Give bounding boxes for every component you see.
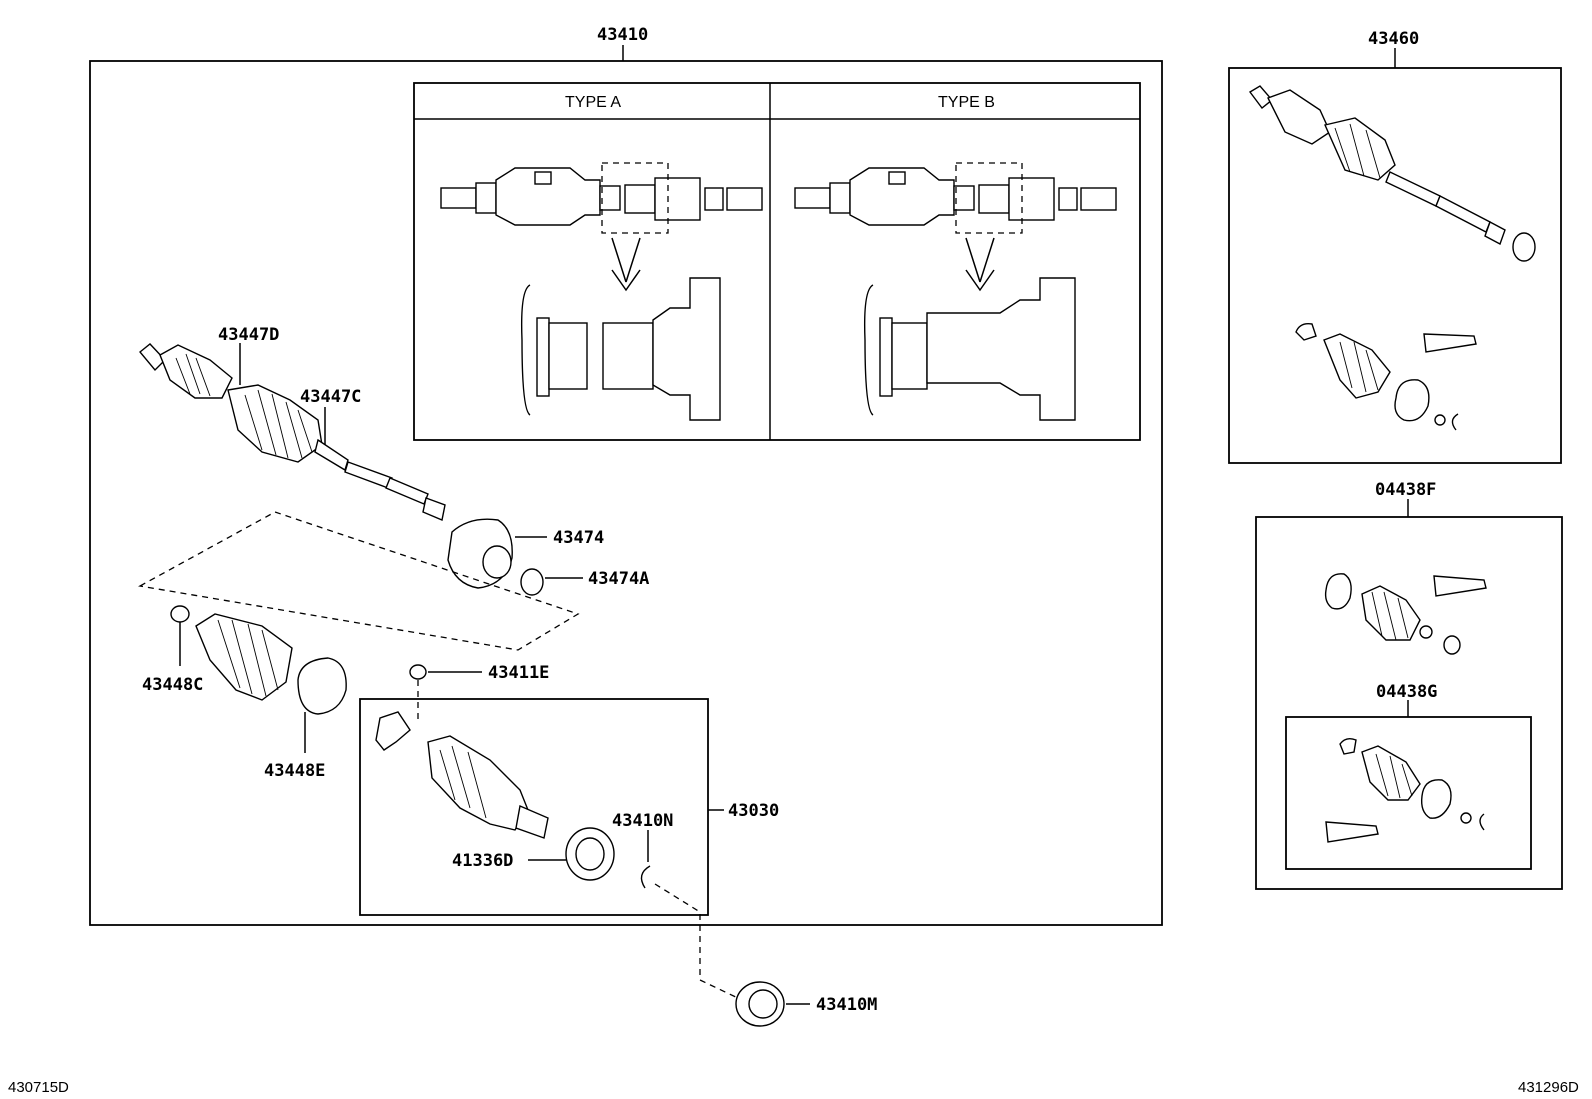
damper-clamp-illustration: 43474A	[520, 568, 649, 596]
drive-shaft-illustration	[139, 343, 446, 521]
boot-kit-f-group: 04438F	[1255, 480, 1563, 890]
outer-boot-label: 43447C	[300, 387, 361, 407]
damper-illustration: 43474	[447, 518, 604, 589]
inner-joint-label: 43030	[728, 801, 779, 821]
boot-clamp-large-label: 43448E	[264, 761, 325, 781]
outer-joint-label: 43447D	[218, 325, 279, 345]
dust-cover-illustration: 43410M	[654, 883, 877, 1027]
type-b-shaft-illustration	[794, 162, 1117, 421]
type-a-label: TYPE A	[565, 94, 621, 111]
type-panel: TYPE A TYPE B	[413, 82, 1141, 441]
snap-ring-label: 43410N	[612, 811, 673, 831]
damper-clamp-label: 43474A	[588, 569, 649, 589]
snap-ring-shape	[640, 865, 651, 889]
plug-illustration	[409, 664, 482, 722]
plug-label: 43411E	[488, 663, 549, 683]
boot-kit-f-frame	[1255, 516, 1563, 890]
right-assembly-group: 43460	[1228, 29, 1562, 464]
inner-joint-frame	[359, 698, 709, 916]
type-panel-frame	[413, 82, 1141, 441]
boot-kit-g-group: 04438G	[1285, 682, 1532, 870]
type-b-label: TYPE B	[938, 94, 995, 111]
main-assembly-label: 43410	[597, 25, 648, 45]
main-assembly-group: 43410	[89, 25, 1163, 926]
boot-clamp-small-label: 43448C	[142, 675, 203, 695]
type-a-shaft-illustration	[440, 162, 763, 421]
inner-joint-group: 43030 41336D 43410N	[359, 698, 779, 916]
footer-left-code: 430715D	[8, 1079, 69, 1096]
right-assembly-label: 43460	[1368, 29, 1419, 49]
boot-kit-g-label: 04438G	[1376, 682, 1437, 702]
dust-cover-label: 43410M	[816, 995, 877, 1015]
boot-kit-f-label: 04438F	[1375, 480, 1436, 500]
boot-kit-dashed-outline	[138, 511, 580, 651]
damper-label: 43474	[553, 528, 604, 548]
boot-illustration	[170, 605, 347, 753]
footer-right-code: 431296D	[1518, 1079, 1579, 1096]
main-assembly-frame	[89, 60, 1163, 926]
oil-seal-label: 41336D	[452, 851, 513, 871]
